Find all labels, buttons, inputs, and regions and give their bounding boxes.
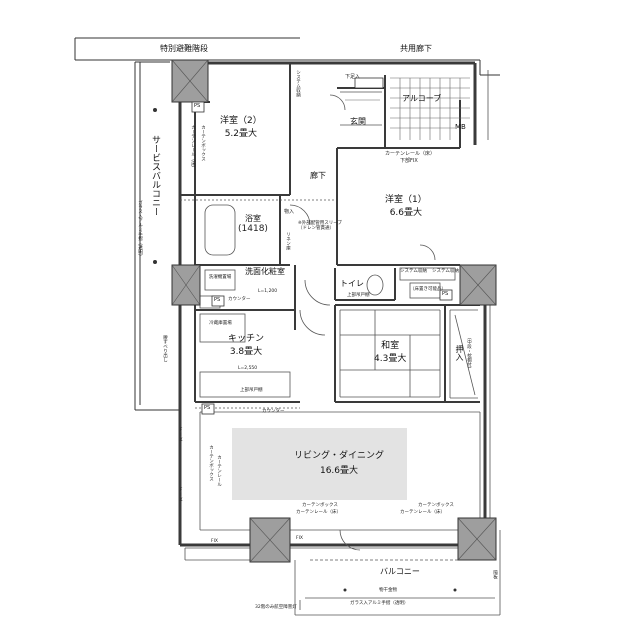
label-drying-hardware: 物干金物 [379,588,397,593]
room-bath-size: (1418) [238,224,268,234]
label-wall-cabinet-toilet: 上部吊戸棚 [347,293,370,298]
label-alcove: アルコーブ [402,94,442,103]
room-western-1-area: 6.6畳大 [389,208,423,218]
label-wall-cabinet-kitchen: 上部吊戸棚 [240,388,263,393]
room-kitchen-name: キッチン [228,334,265,344]
label-glass-rail-left: ガラス入アルミ手摺（透明） [137,200,143,259]
room-kitchen-area: 3.8畳大 [229,347,263,357]
room-washroom: 洗面化粧室 [245,267,285,276]
room-bath-name: 浴室 [244,214,261,223]
label-l-dim-top: L=1,200 [258,289,278,294]
label-curtain-box-bottom2: カーテンボックス [418,503,454,508]
room-western-2-area: 5.2畳大 [224,129,258,139]
label-curtain-rail-ldk-left: カーテンレール [216,455,222,487]
label-fix-left2: FIX [178,488,184,503]
label-toilet: トイレ [340,279,364,288]
label-corridor: 廊下 [310,171,326,180]
label-curtain-rail-bottom2: カーテンレール（床） [400,510,445,515]
room-bath: 浴室 (1418) [238,215,268,234]
room-western-1: 洋室（1） 6.6畳大 [385,196,427,218]
label-emergency-hatch: 32階のみ航空障害灯 [255,605,297,610]
label-shoe-storage: 下足入 [345,74,361,80]
label-common-corridor: 共用廊下 [400,44,432,53]
room-tatami: 和室 4.3畳大 [374,342,406,364]
label-curtain-box-bottom1: カーテンボックス [302,503,338,508]
label-washing-machine: 洗濯機置場 [208,275,232,280]
label-glass-rail-bottom: ガラス入アルミ手摺（透明） [350,601,409,606]
label-mb: MB [455,123,466,131]
ldk-shaded-area [232,428,407,500]
interior-walls [180,63,480,403]
label-l-dim-bottom: L=2,550 [238,366,258,371]
room-tatami-area: 4.3畳大 [374,354,407,364]
label-curtain-rail-left: カーテンレール（床） [190,125,196,170]
ps-boxes [191,77,453,415]
alcove-tiles [345,77,470,140]
label-fridge: 冷蔵庫置場 [209,321,232,326]
label-curtain-rail-top: カーテンレール（床） [385,151,436,157]
label-service-balcony: サービスバルコニー [150,135,160,216]
label-fix-bottom1: FIX [211,539,218,544]
label-ps-2: PS [214,297,221,303]
label-curtain-box-ldk-left: カーテンボックス [208,445,214,481]
label-emergency-stairs: 特別避難階段 [160,44,208,53]
label-entrance: 玄関 [350,117,366,126]
label-fix-left1: FIX [178,428,184,443]
room-western-2-name: 洋室（2） [220,116,262,126]
label-partition: 隔板 [492,570,498,579]
label-ps-3: PS [204,405,211,411]
label-system-storage-top: システム収納 [295,70,301,97]
label-system-storage-mid2: システム収納 [432,269,459,274]
label-curtain-box-left: カーテンボックス [200,125,206,161]
room-ldk-area: 16.6畳大 [319,466,359,476]
room-ldk: リビング・ダイニング 16.6畳大 [294,452,384,476]
label-ventilation-sleeve: ※外部配管用スリーブ（ドレン管貫通） [298,221,342,231]
label-ps-1: PS [194,103,201,109]
room-ldk-name: リビング・ダイニング [294,451,385,461]
corridor-lines [74,37,500,76]
label-balcony: バルコニー [380,567,420,576]
label-ps-4: PS [442,291,449,297]
room-kitchen: キッチン 3.8畳大 [228,335,264,357]
room-tatami-name: 和室 [381,341,400,351]
column-diagonals [171,59,497,563]
exterior-walls [178,61,490,547]
balcony-marks [153,108,457,592]
room-western-2: 洋室（2） 5.2畳大 [220,117,262,139]
label-piping-space: リネン庫 [285,232,291,250]
label-closet: 押入 [455,345,464,361]
label-counter-under: （床置き可能品） [410,287,446,292]
label-system-storage-mid: システム収納 [400,269,427,274]
label-storage: 物入 [284,209,295,215]
label-counter-bottom: カウンター [262,409,285,414]
label-footlight-fix: 下部FIX [400,158,418,164]
label-closet-note: （中段・枕棚付） [466,335,472,371]
label-curtain-rail-bottom1: カーテンレール（床） [296,510,341,515]
label-counter-wash: カウンター [228,297,251,302]
room-western-1-name: 洋室（1） [385,195,427,205]
label-fix-bottom2: FIX [296,536,303,541]
label-floor-drain: 腰すべり出し [162,335,168,362]
service-balcony-outline [134,61,180,411]
